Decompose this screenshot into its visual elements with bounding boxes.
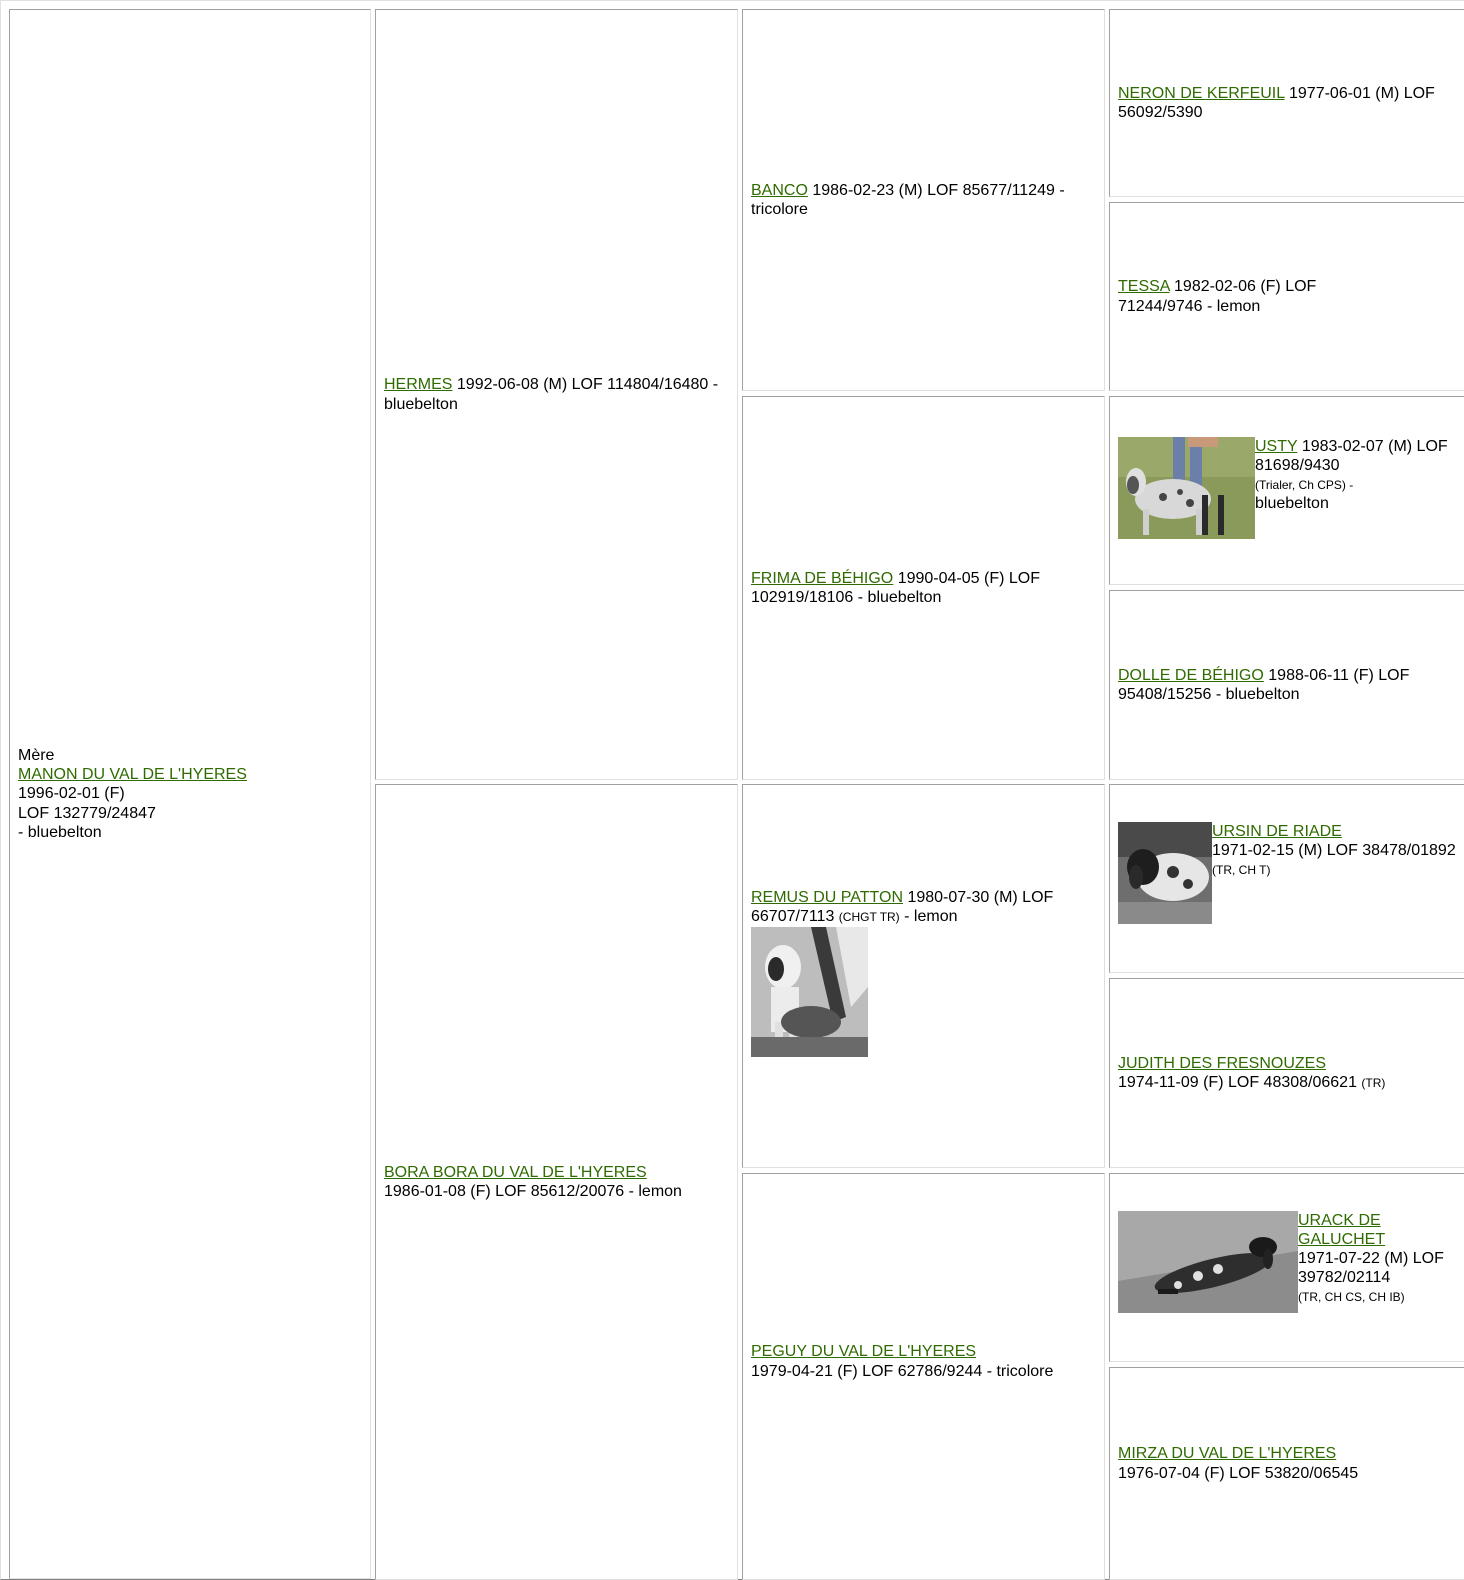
gen4-4-details: 1988-06-11 (F) LOF 95408/15256 - bluebel… (1118, 666, 1410, 703)
gen2-sire-cell: HERMES 1992-06-08 (M) LOF 114804/16480 -… (375, 9, 738, 780)
gen2-sire-name-link[interactable]: HERMES (384, 376, 453, 394)
gen4-8-details: 1976-07-04 (F) LOF 53820/06545 (1118, 1464, 1359, 1482)
mother-role-label: Mère (18, 747, 55, 765)
mother-cell: Mère MANON DU VAL DE L'HYERES 1996-02-01… (9, 9, 371, 1579)
gen4-cell-3: USTY 1983-02-07 (M) LOF 81698/9430 (Tria… (1109, 396, 1464, 585)
gen3-cell-2: FRIMA DE BÉHIGO 1990-04-05 (F) LOF 10291… (742, 396, 1105, 780)
dog-photo-color-icon (1118, 436, 1255, 539)
gen4-1-details: 1977-06-01 (M) LOF 56092/5390 (1118, 84, 1435, 121)
gen2-sire-details: 1992-06-08 (M) LOF 114804/16480 - bluebe… (384, 376, 719, 413)
gen4-7-details-a: 1971-07-22 (M) LOF 39782/02114 (1298, 1249, 1444, 1287)
gen4-6-titles: (TR) (1361, 1076, 1386, 1090)
gen4-cell-8: MIRZA DU VAL DE L'HYERES 1976-07-04 (F) … (1109, 1367, 1464, 1580)
gen4-2-name-link[interactable]: TESSA (1118, 278, 1170, 296)
gen4-cell-5: URSIN DE RIADE 1971-02-15 (M) LOF 38478/… (1109, 784, 1464, 973)
gen3-cell-3: REMUS DU PATTON 1980-07-30 (M) LOF 66707… (742, 784, 1105, 1168)
gen4-7-name-link[interactable]: URACK DE GALUCHET (1298, 1211, 1386, 1248)
gen2-dam-name-link[interactable]: BORA BORA DU VAL DE L'HYERES (384, 1163, 647, 1181)
gen3-cell-1: BANCO 1986-02-23 (M) LOF 85677/11249 - t… (742, 9, 1105, 391)
gen3-4-name-link[interactable]: PEGUY DU VAL DE L'HYERES (751, 1343, 977, 1361)
gen3-3-titles: (CHGT TR) (838, 910, 900, 925)
gen4-7-dog-photo[interactable] (1118, 1210, 1298, 1313)
gen4-6-name-link[interactable]: JUDITH DES FRESNOUZES (1118, 1054, 1327, 1072)
gen3-1-details: 1986-02-23 (M) LOF 85677/11249 - tricolo… (751, 181, 1065, 218)
gen4-7-titles: (TR, CH CS, CH IB) (1298, 1290, 1405, 1305)
gen3-2-details: 1990-04-05 (F) LOF 102919/18106 - bluebe… (751, 569, 1040, 606)
gen3-4-details: 1979-04-21 (F) LOF 62786/9244 - tricolor… (751, 1362, 1054, 1380)
gen3-3-dog-photo[interactable] (751, 926, 1096, 1062)
dog-photo-bw-icon (751, 926, 868, 1057)
gen3-3-details-a: 1980-07-30 (M) LOF 66707/7113 (751, 889, 1054, 926)
gen4-5-titles: (TR, CH T) (1212, 862, 1271, 877)
gen4-4-name-link[interactable]: DOLLE DE BÉHIGO (1118, 666, 1264, 684)
gen4-cell-1: NERON DE KERFEUIL 1977-06-01 (M) LOF 560… (1109, 9, 1464, 197)
gen4-5-name-link[interactable]: URSIN DE RIADE (1212, 822, 1342, 840)
mother-color: - bluebelton (18, 823, 102, 841)
mother-name-link[interactable]: MANON DU VAL DE L'HYERES (18, 766, 247, 784)
gen3-2-name-link[interactable]: FRIMA DE BÉHIGO (751, 569, 894, 587)
gen4-cell-2: TESSA 1982-02-06 (F) LOF 71244/9746 - le… (1109, 202, 1464, 391)
gen2-dam-cell: BORA BORA DU VAL DE L'HYERES 1986-01-08 … (375, 784, 738, 1580)
gen4-3-dog-photo[interactable] (1118, 436, 1255, 539)
gen4-5-details-a: 1971-02-15 (M) LOF 38478/01892 (1212, 841, 1456, 859)
gen3-3-details-b: - lemon (899, 908, 958, 926)
gen4-8-name-link[interactable]: MIRZA DU VAL DE L'HYERES (1118, 1445, 1337, 1463)
mother-birth: 1996-02-01 (F) (18, 785, 125, 803)
gen4-1-name-link[interactable]: NERON DE KERFEUIL (1118, 84, 1285, 102)
gen4-3-titles: (Trialer, Ch CPS) - (1255, 477, 1354, 492)
gen4-3-details-b: bluebelton (1255, 495, 1329, 513)
dog-photo-bw-icon (1118, 1210, 1298, 1313)
gen4-3-details-a: 1983-02-07 (M) LOF 81698/9430 (1255, 437, 1448, 474)
gen4-5-dog-photo[interactable] (1118, 821, 1212, 924)
gen3-1-name-link[interactable]: BANCO (751, 181, 808, 199)
gen4-3-name-link[interactable]: USTY (1255, 437, 1298, 455)
gen4-2-details: 1982-02-06 (F) LOF 71244/9746 - lemon (1118, 278, 1317, 315)
dog-photo-bw-icon (1118, 821, 1212, 924)
gen4-cell-6: JUDITH DES FRESNOUZES 1974-11-09 (F) LOF… (1109, 978, 1464, 1168)
gen3-3-name-link[interactable]: REMUS DU PATTON (751, 889, 904, 907)
gen4-6-details-a: 1974-11-09 (F) LOF 48308/06621 (1118, 1074, 1362, 1091)
gen3-cell-4: PEGUY DU VAL DE L'HYERES 1979-04-21 (F) … (742, 1173, 1105, 1580)
gen4-cell-4: DOLLE DE BÉHIGO 1988-06-11 (F) LOF 95408… (1109, 590, 1464, 780)
gen4-cell-7: URACK DE GALUCHET 1971-07-22 (M) LOF 397… (1109, 1173, 1464, 1362)
gen2-dam-details: 1986-01-08 (F) LOF 85612/20076 - lemon (384, 1183, 682, 1200)
mother-registry: LOF 132779/24847 (18, 804, 156, 822)
